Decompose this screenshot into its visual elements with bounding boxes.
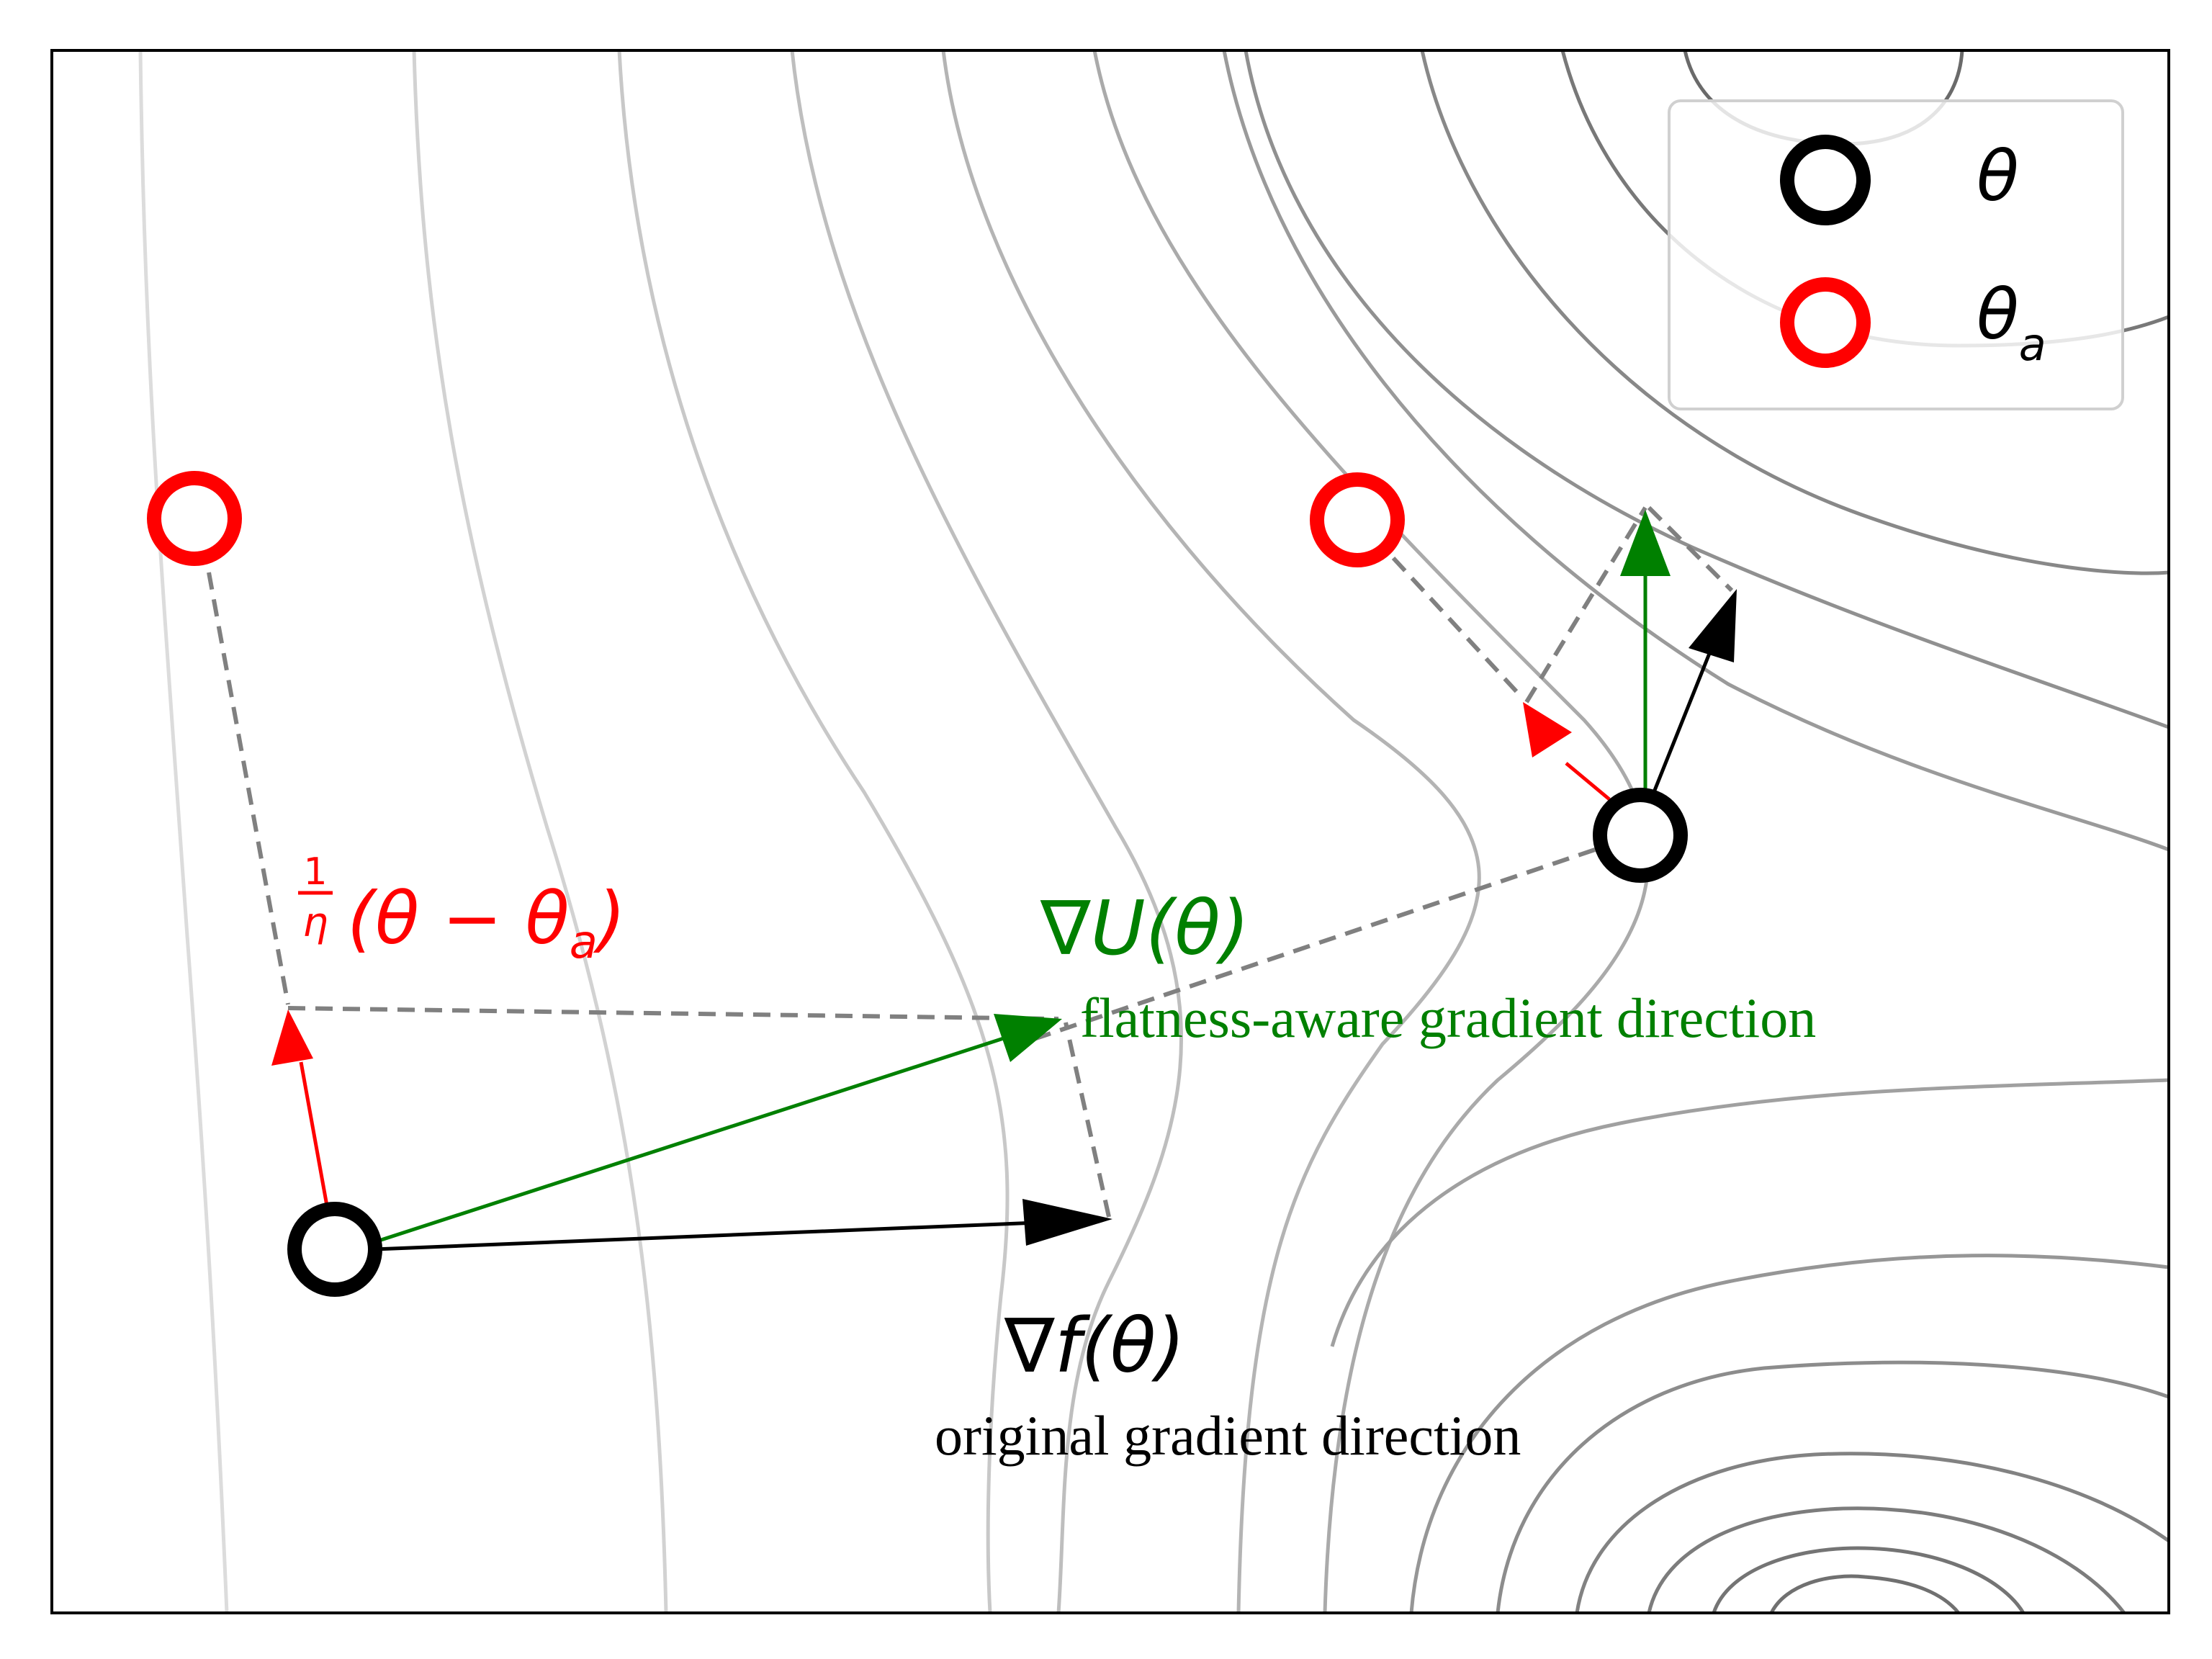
legend-theta-marker: [1780, 135, 1871, 225]
sam-step-expression: (θ − θa): [347, 876, 626, 969]
original-gradient-label: ∇f(θ) original gradient direction: [935, 1302, 1521, 1467]
legend-theta-a-marker: [1780, 277, 1871, 368]
contour-line: [941, 50, 1481, 1613]
original-gradient-description: original gradient direction: [935, 1404, 1521, 1467]
flat-gradient-label: ∇U(θ) flatness-aware gradient direction: [1040, 884, 1816, 1049]
legend: θ θa: [1668, 99, 2124, 410]
dashed-line-right-theta-a-to-step: [1391, 556, 1525, 701]
contour-line: [1769, 1574, 1960, 1613]
contour-line: [790, 50, 1183, 1613]
legend-theta-label: θ: [1977, 136, 2019, 217]
contour-line: [1244, 50, 2169, 729]
flat-gradient-description: flatness-aware gradient direction: [1080, 986, 1816, 1049]
right-arrows: [1523, 510, 1737, 801]
original-gradient-arrow-left: [374, 1199, 1112, 1251]
sam-step-arrow-right: [1523, 702, 1611, 801]
original-gradient-symbol: ∇f(θ): [1004, 1302, 1185, 1390]
contour-line: [1330, 1078, 2169, 1347]
dashed-line-sam-step-to-flat-grad: [287, 1006, 1059, 1021]
contour-line: [1496, 1360, 2169, 1613]
dashed-line-orig-grad-to-flat-grad: [1064, 1022, 1111, 1218]
contour-line: [1409, 1254, 2169, 1613]
dashed-line-theta-a-to-sam-step: [207, 572, 290, 1005]
flat-gradient-arrow-right: [1620, 510, 1671, 788]
contour-line: [1712, 1546, 2026, 1613]
legend-theta-a-label: θa: [1977, 274, 2046, 371]
dashed-line-theta-right-to-left: [1029, 848, 1596, 1043]
plot-border: [50, 49, 2170, 1614]
contour-line: [1647, 1506, 2126, 1613]
dashed-line-right-step-to-flat: [1524, 506, 1647, 703]
sam-step-fraction-numerator: 1: [303, 850, 327, 894]
theta-a-point-left: [147, 471, 242, 566]
contour-line: [138, 50, 229, 1613]
contour-line: [617, 50, 1010, 1613]
original-gradient-arrow-right: [1650, 589, 1737, 796]
flat-gradient-symbol: ∇U(θ): [1040, 884, 1249, 972]
contour-line: [1420, 50, 2169, 575]
sam-step-arrow-left: [271, 1010, 330, 1210]
sam-step-fraction-denominator: η: [302, 899, 328, 946]
contour-line: [412, 50, 668, 1613]
points: [147, 471, 1688, 1297]
theta-point-left: [287, 1202, 382, 1297]
dashed-line-right-flat-to-orig: [1647, 505, 1734, 593]
contour-line: [1575, 1452, 2169, 1613]
legend-box: [1668, 99, 2124, 410]
theta-a-point-right: [1310, 472, 1405, 567]
left-arrows: [271, 1010, 1112, 1251]
flat-gradient-arrow-left: [374, 1014, 1062, 1244]
construction-lines: [207, 505, 1734, 1218]
theta-point-right: [1593, 788, 1688, 883]
sam-step-label: 1 η (θ − θa): [298, 850, 626, 969]
